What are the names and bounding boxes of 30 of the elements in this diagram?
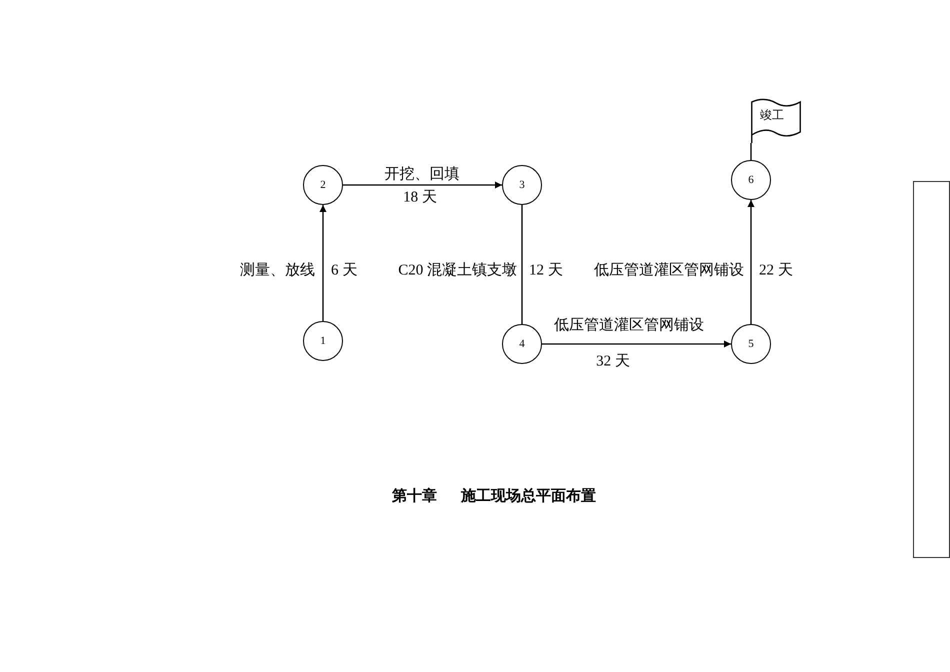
node-number: 1 (320, 336, 326, 346)
connector-line (521, 205, 523, 324)
chapter-heading: 第十章 施工现场总平面布置 (392, 488, 596, 506)
node-number: 4 (519, 338, 525, 350)
node-number: 2 (320, 180, 326, 190)
event-circle (303, 321, 343, 361)
duration-label: 22 天 (759, 262, 793, 280)
duration-label: 6 天 (331, 262, 358, 280)
event-circle (731, 160, 771, 200)
duration-label: 18 天 (403, 189, 437, 207)
edge-label: C20 混凝土镇支墩 (398, 262, 517, 280)
arrow (343, 182, 502, 188)
edge-label: 低压管道灌区管网铺设 (554, 317, 704, 335)
edge-label: 测量、放线 (240, 262, 315, 280)
edge-label: 开挖、回填 (384, 166, 460, 184)
arrow (320, 205, 326, 321)
event-circle (502, 324, 542, 364)
edge-label: 低压管道灌区管网铺设 (594, 262, 744, 280)
event-circle (303, 165, 343, 205)
flag-label: 竣工 (760, 109, 784, 122)
node-number: 6 (748, 174, 754, 186)
connector-line (750, 143, 752, 160)
event-circle (731, 324, 771, 364)
arrow (748, 200, 754, 324)
node-number: 3 (519, 180, 525, 190)
duration-label: 32 天 (596, 353, 630, 371)
duration-label: 12 天 (529, 262, 563, 280)
arrow (542, 340, 731, 348)
event-circle (502, 165, 542, 205)
node-number: 5 (748, 338, 754, 350)
